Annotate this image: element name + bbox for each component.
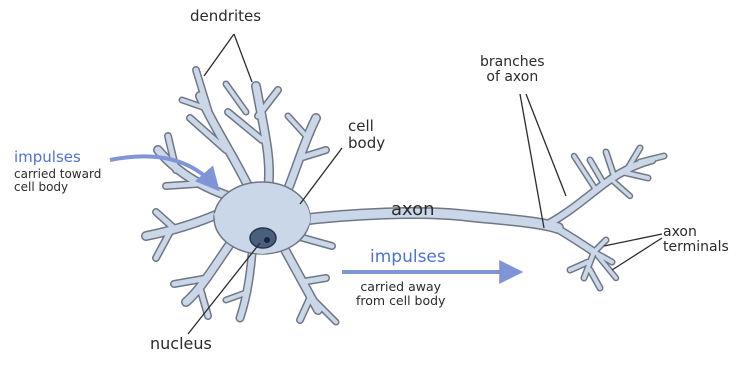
pointer-dendrites-right — [234, 34, 252, 82]
axon-branch-lower — [556, 228, 594, 252]
label-terminals-line-2: terminals — [663, 240, 729, 255]
label-branches-line-1: branches — [480, 55, 545, 70]
label-cell-body: cell body — [348, 118, 385, 151]
label-carried-away-line-1: carried away — [356, 280, 445, 294]
pointer-dendrites-left — [204, 34, 234, 76]
label-cell-body-line-1: cell — [348, 118, 385, 135]
terminal-u7 — [612, 180, 630, 196]
label-branches-of-axon: branches of axon — [480, 55, 545, 86]
label-branches-line-2: of axon — [480, 70, 545, 85]
dendrite-6 — [186, 244, 230, 302]
label-axon: axon — [391, 200, 435, 220]
label-impulses-in: impulses — [14, 149, 81, 166]
label-impulses-out: impulses — [370, 248, 446, 267]
pointer-branches-right — [526, 94, 566, 196]
label-carried-toward: carried toward cell body — [14, 168, 101, 194]
label-carried-toward-line-2: cell body — [14, 181, 101, 194]
label-carried-away: carried away from cell body — [356, 280, 445, 308]
dendrite-4a — [166, 184, 196, 186]
pointer-branches-left — [520, 94, 544, 228]
label-dendrites: dendrites — [190, 8, 261, 25]
nucleus-shape — [250, 228, 276, 248]
nucleolus-dot — [264, 237, 270, 243]
label-nucleus: nucleus — [150, 335, 212, 353]
label-carried-away-line-2: from cell body — [356, 294, 445, 308]
label-axon-terminals: axon terminals — [663, 225, 729, 256]
label-terminals-line-1: axon — [663, 225, 729, 240]
label-cell-body-line-2: body — [348, 135, 385, 152]
dendrite-7 — [240, 254, 252, 318]
dendrite-2c — [226, 84, 246, 112]
dendrite-3b — [288, 116, 308, 138]
